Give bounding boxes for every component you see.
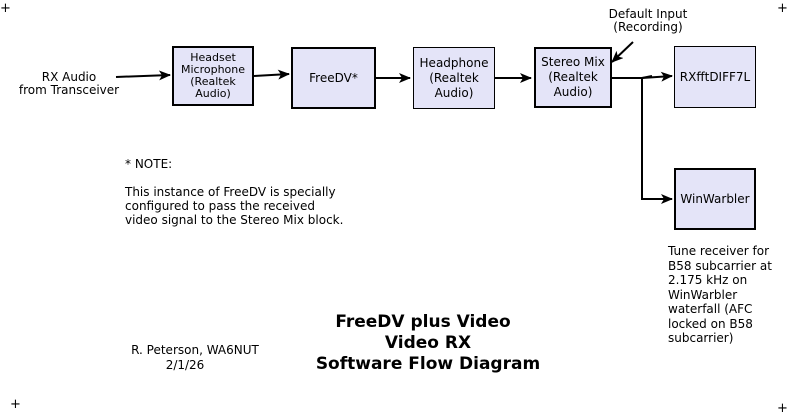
corner-mark-bottom-left: + xyxy=(10,397,21,412)
corner-mark-top-right: + xyxy=(777,1,788,16)
note-heading: * NOTE: xyxy=(125,157,173,171)
author-credit: R. Peterson, WA6NUT 2/1/26 xyxy=(120,343,270,373)
tune-receiver-note: Tune receiver for B58 subcarrier at 2.17… xyxy=(668,244,772,345)
headset-microphone-block: Headset Microphone (Realtek Audio) xyxy=(172,46,254,106)
author-date: 2/1/26 xyxy=(165,358,205,372)
corner-mark-bottom-right: + xyxy=(777,401,788,416)
rxfftdiff7l-block: RXfftDIFF7L xyxy=(674,46,756,108)
arrow-input-to-headset xyxy=(115,70,171,81)
arrow-headset-to-freedv xyxy=(253,69,290,80)
arrow-default-input-to-stereomix xyxy=(611,41,634,63)
winwarbler-block: WinWarbler xyxy=(674,168,756,230)
corner-mark-top-left: + xyxy=(0,1,11,16)
stereo-mix-block: Stereo Mix (Realtek Audio) xyxy=(534,47,612,108)
headphone-block: Headphone (Realtek Audio) xyxy=(413,47,495,109)
arrow-stereomix-to-winwarbler xyxy=(641,78,673,204)
default-input-label: Default Input (Recording) xyxy=(608,7,688,34)
author-name: R. Peterson, WA6NUT xyxy=(131,343,259,357)
rx-audio-input-label: RX Audio from Transceiver xyxy=(18,70,120,97)
freedv-note: * NOTE: This instance of FreeDV is speci… xyxy=(125,157,344,227)
diagram-title: FreeDV plus Video Video RX Software Flow… xyxy=(315,312,541,374)
freedv-block: FreeDV* xyxy=(291,47,376,109)
